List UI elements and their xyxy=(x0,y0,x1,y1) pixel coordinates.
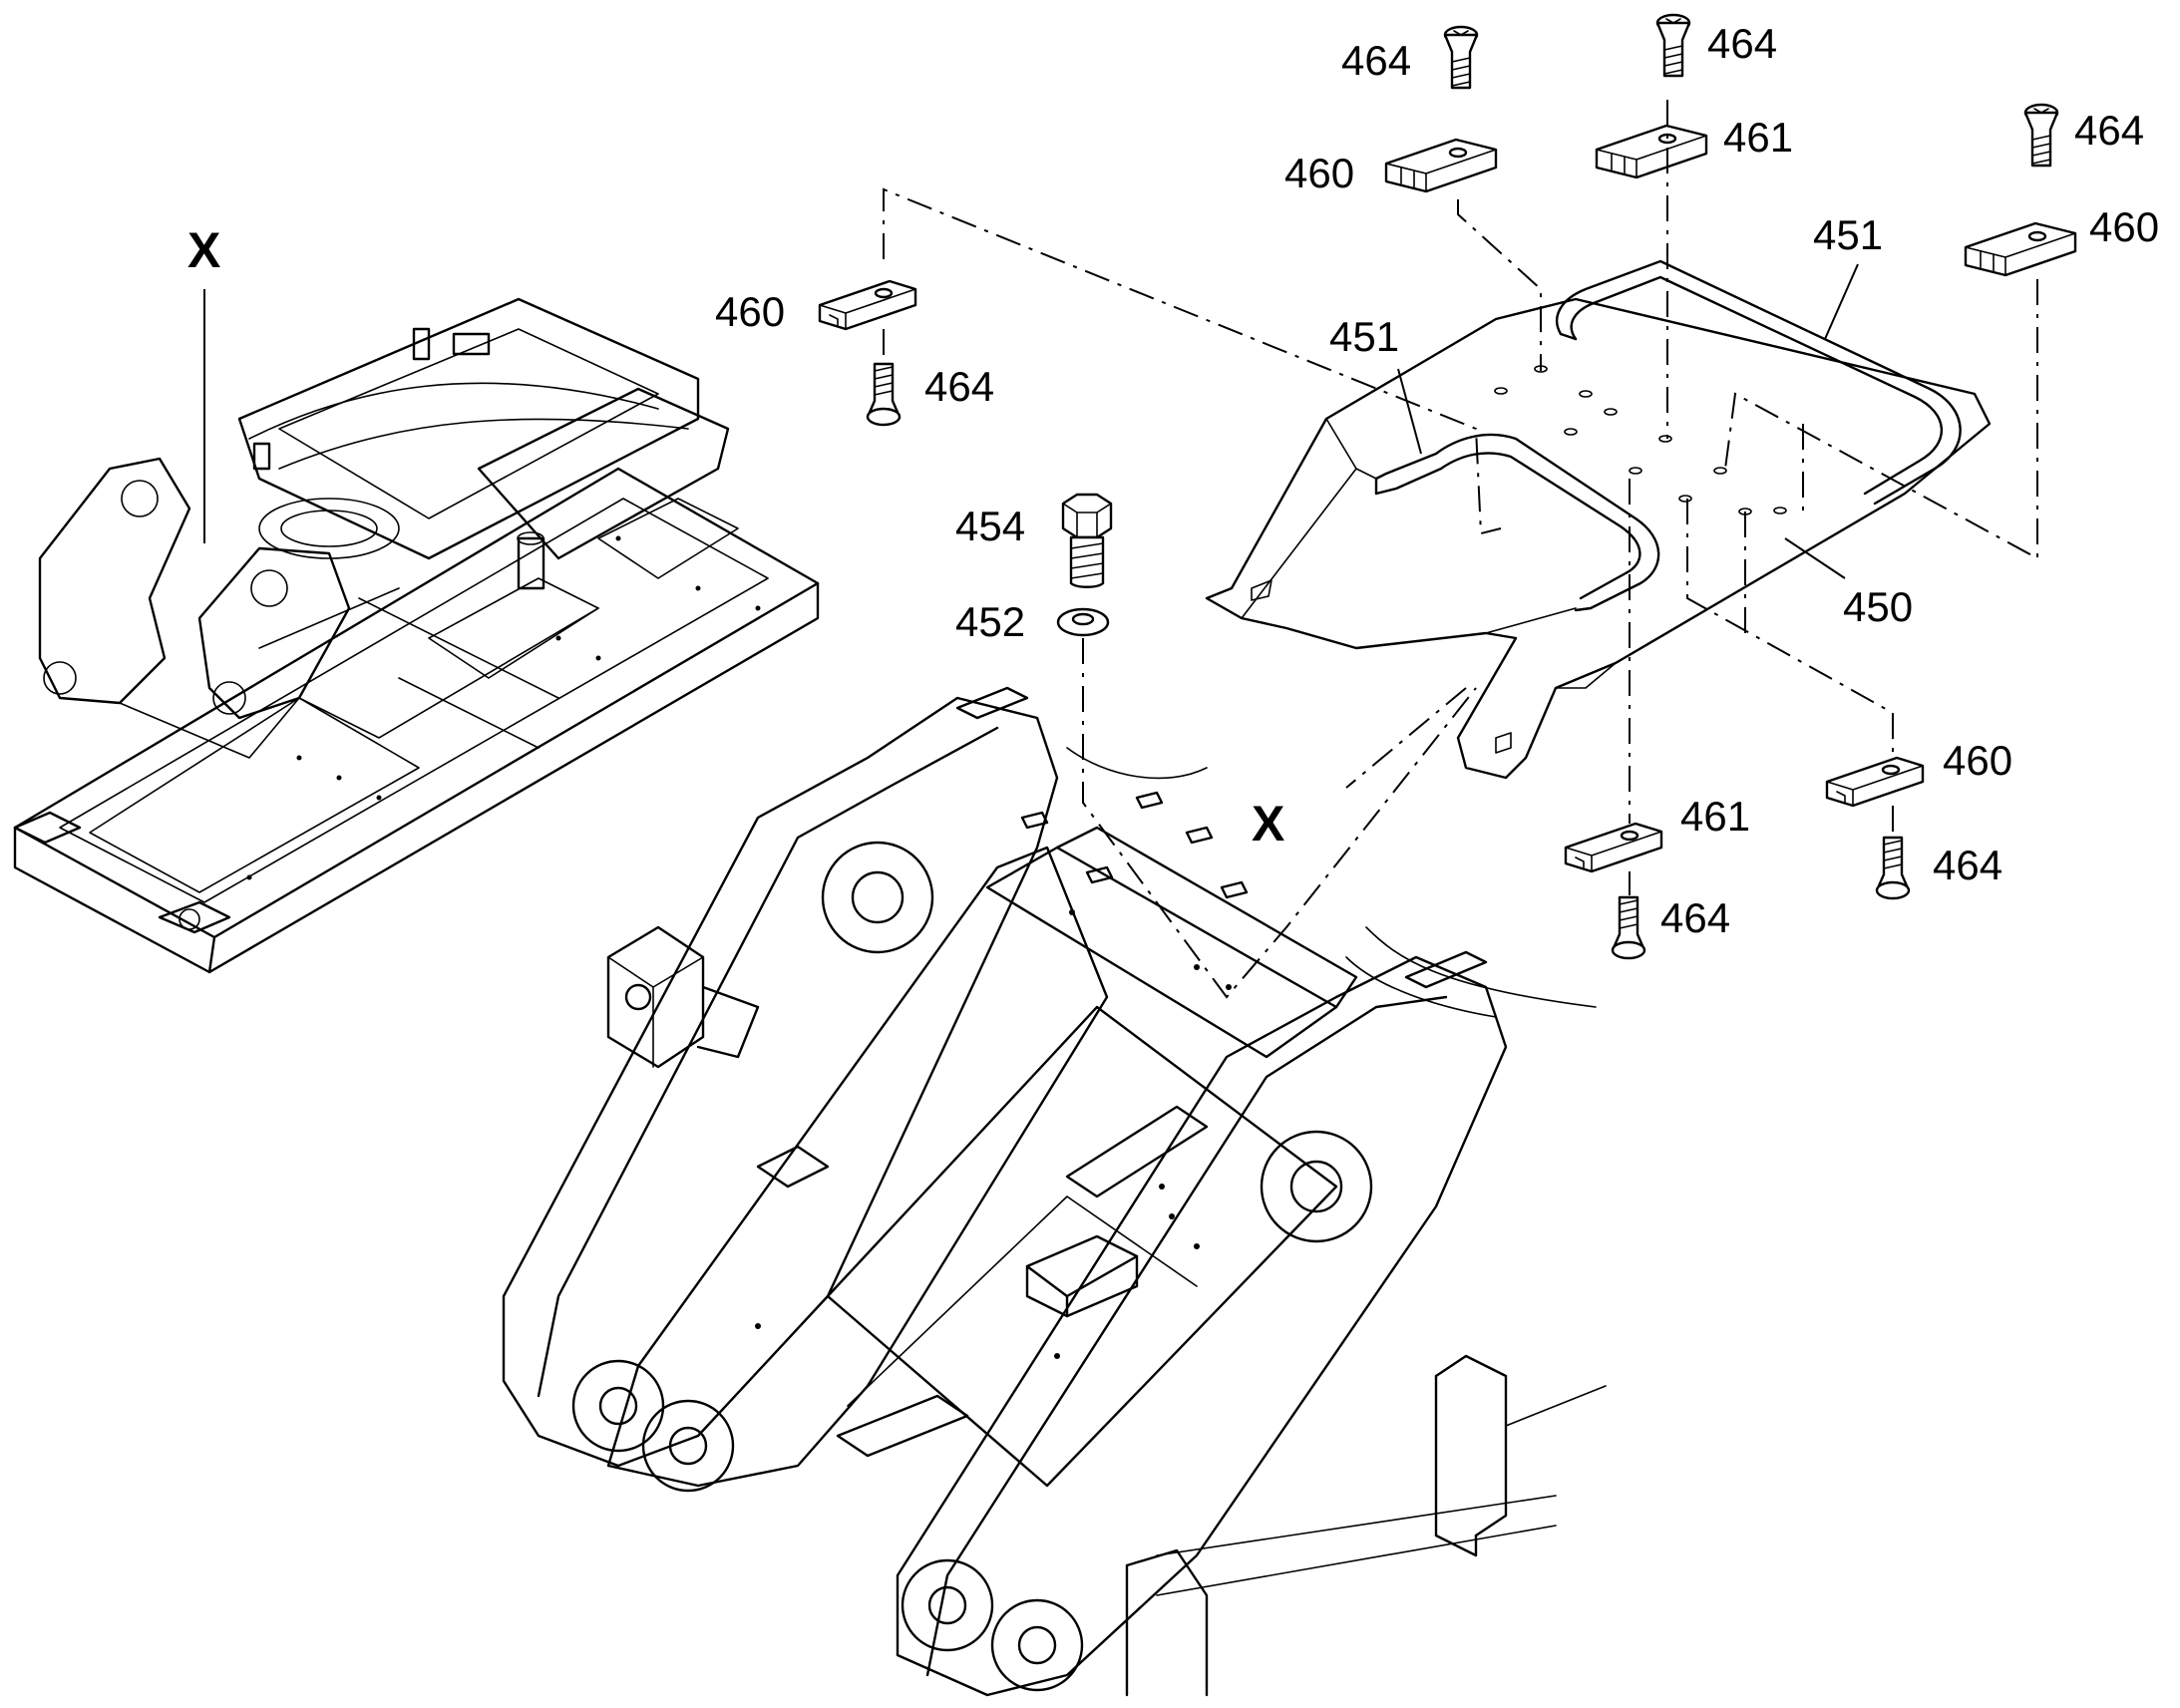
callout-454: 454 xyxy=(955,503,1025,549)
detail-frame-drawing xyxy=(502,686,1607,1697)
callout-460-bottom: 460 xyxy=(1943,737,2012,784)
block-460-left xyxy=(818,279,917,331)
callout-464-top-right: 464 xyxy=(2074,107,2144,154)
callout-460-top: 460 xyxy=(1284,150,1354,196)
screw-464-top-right xyxy=(2023,103,2059,168)
block-460-bottom xyxy=(1825,756,1925,808)
screw-464-bottom-center xyxy=(1611,895,1646,960)
callout-464-bottom-center: 464 xyxy=(1660,894,1730,941)
block-460-top xyxy=(1384,138,1498,193)
callout-labels: X X 464 464 464 460 461 460 451 460 451 … xyxy=(187,20,2159,941)
block-461-bottom xyxy=(1564,822,1663,873)
callout-452: 452 xyxy=(955,598,1025,645)
screw-464-top-left xyxy=(1443,25,1479,90)
callout-464-bottom-right: 464 xyxy=(1933,842,2002,888)
callout-450: 450 xyxy=(1843,583,1913,630)
block-461-top xyxy=(1595,124,1708,179)
callout-464-top-center: 464 xyxy=(1707,20,1777,67)
screw-464-bottom-right xyxy=(1875,836,1911,900)
overview-frame-drawing xyxy=(13,289,820,974)
callout-464-top-left: 464 xyxy=(1341,37,1411,84)
callout-451-left: 451 xyxy=(1329,313,1399,360)
callout-460-right: 460 xyxy=(2089,203,2159,250)
callout-464-left: 464 xyxy=(924,363,994,410)
callout-leaders xyxy=(1397,263,1859,579)
washer-452 xyxy=(1056,607,1110,637)
view-marker-x-detail: X xyxy=(1252,796,1284,852)
view-marker-x-overview: X xyxy=(187,222,220,278)
assembly-centerlines xyxy=(883,100,2038,999)
callout-461-top: 461 xyxy=(1723,114,1793,161)
screw-464-left xyxy=(866,362,902,427)
callout-451-right: 451 xyxy=(1813,211,1883,258)
grab-handle-assembly xyxy=(1205,259,1992,780)
bolt-454 xyxy=(1061,493,1113,588)
screw-464-top-center xyxy=(1655,13,1691,78)
callout-460-left: 460 xyxy=(715,288,785,335)
block-460-right xyxy=(1964,221,2077,277)
callout-461-bottom: 461 xyxy=(1680,793,1750,840)
